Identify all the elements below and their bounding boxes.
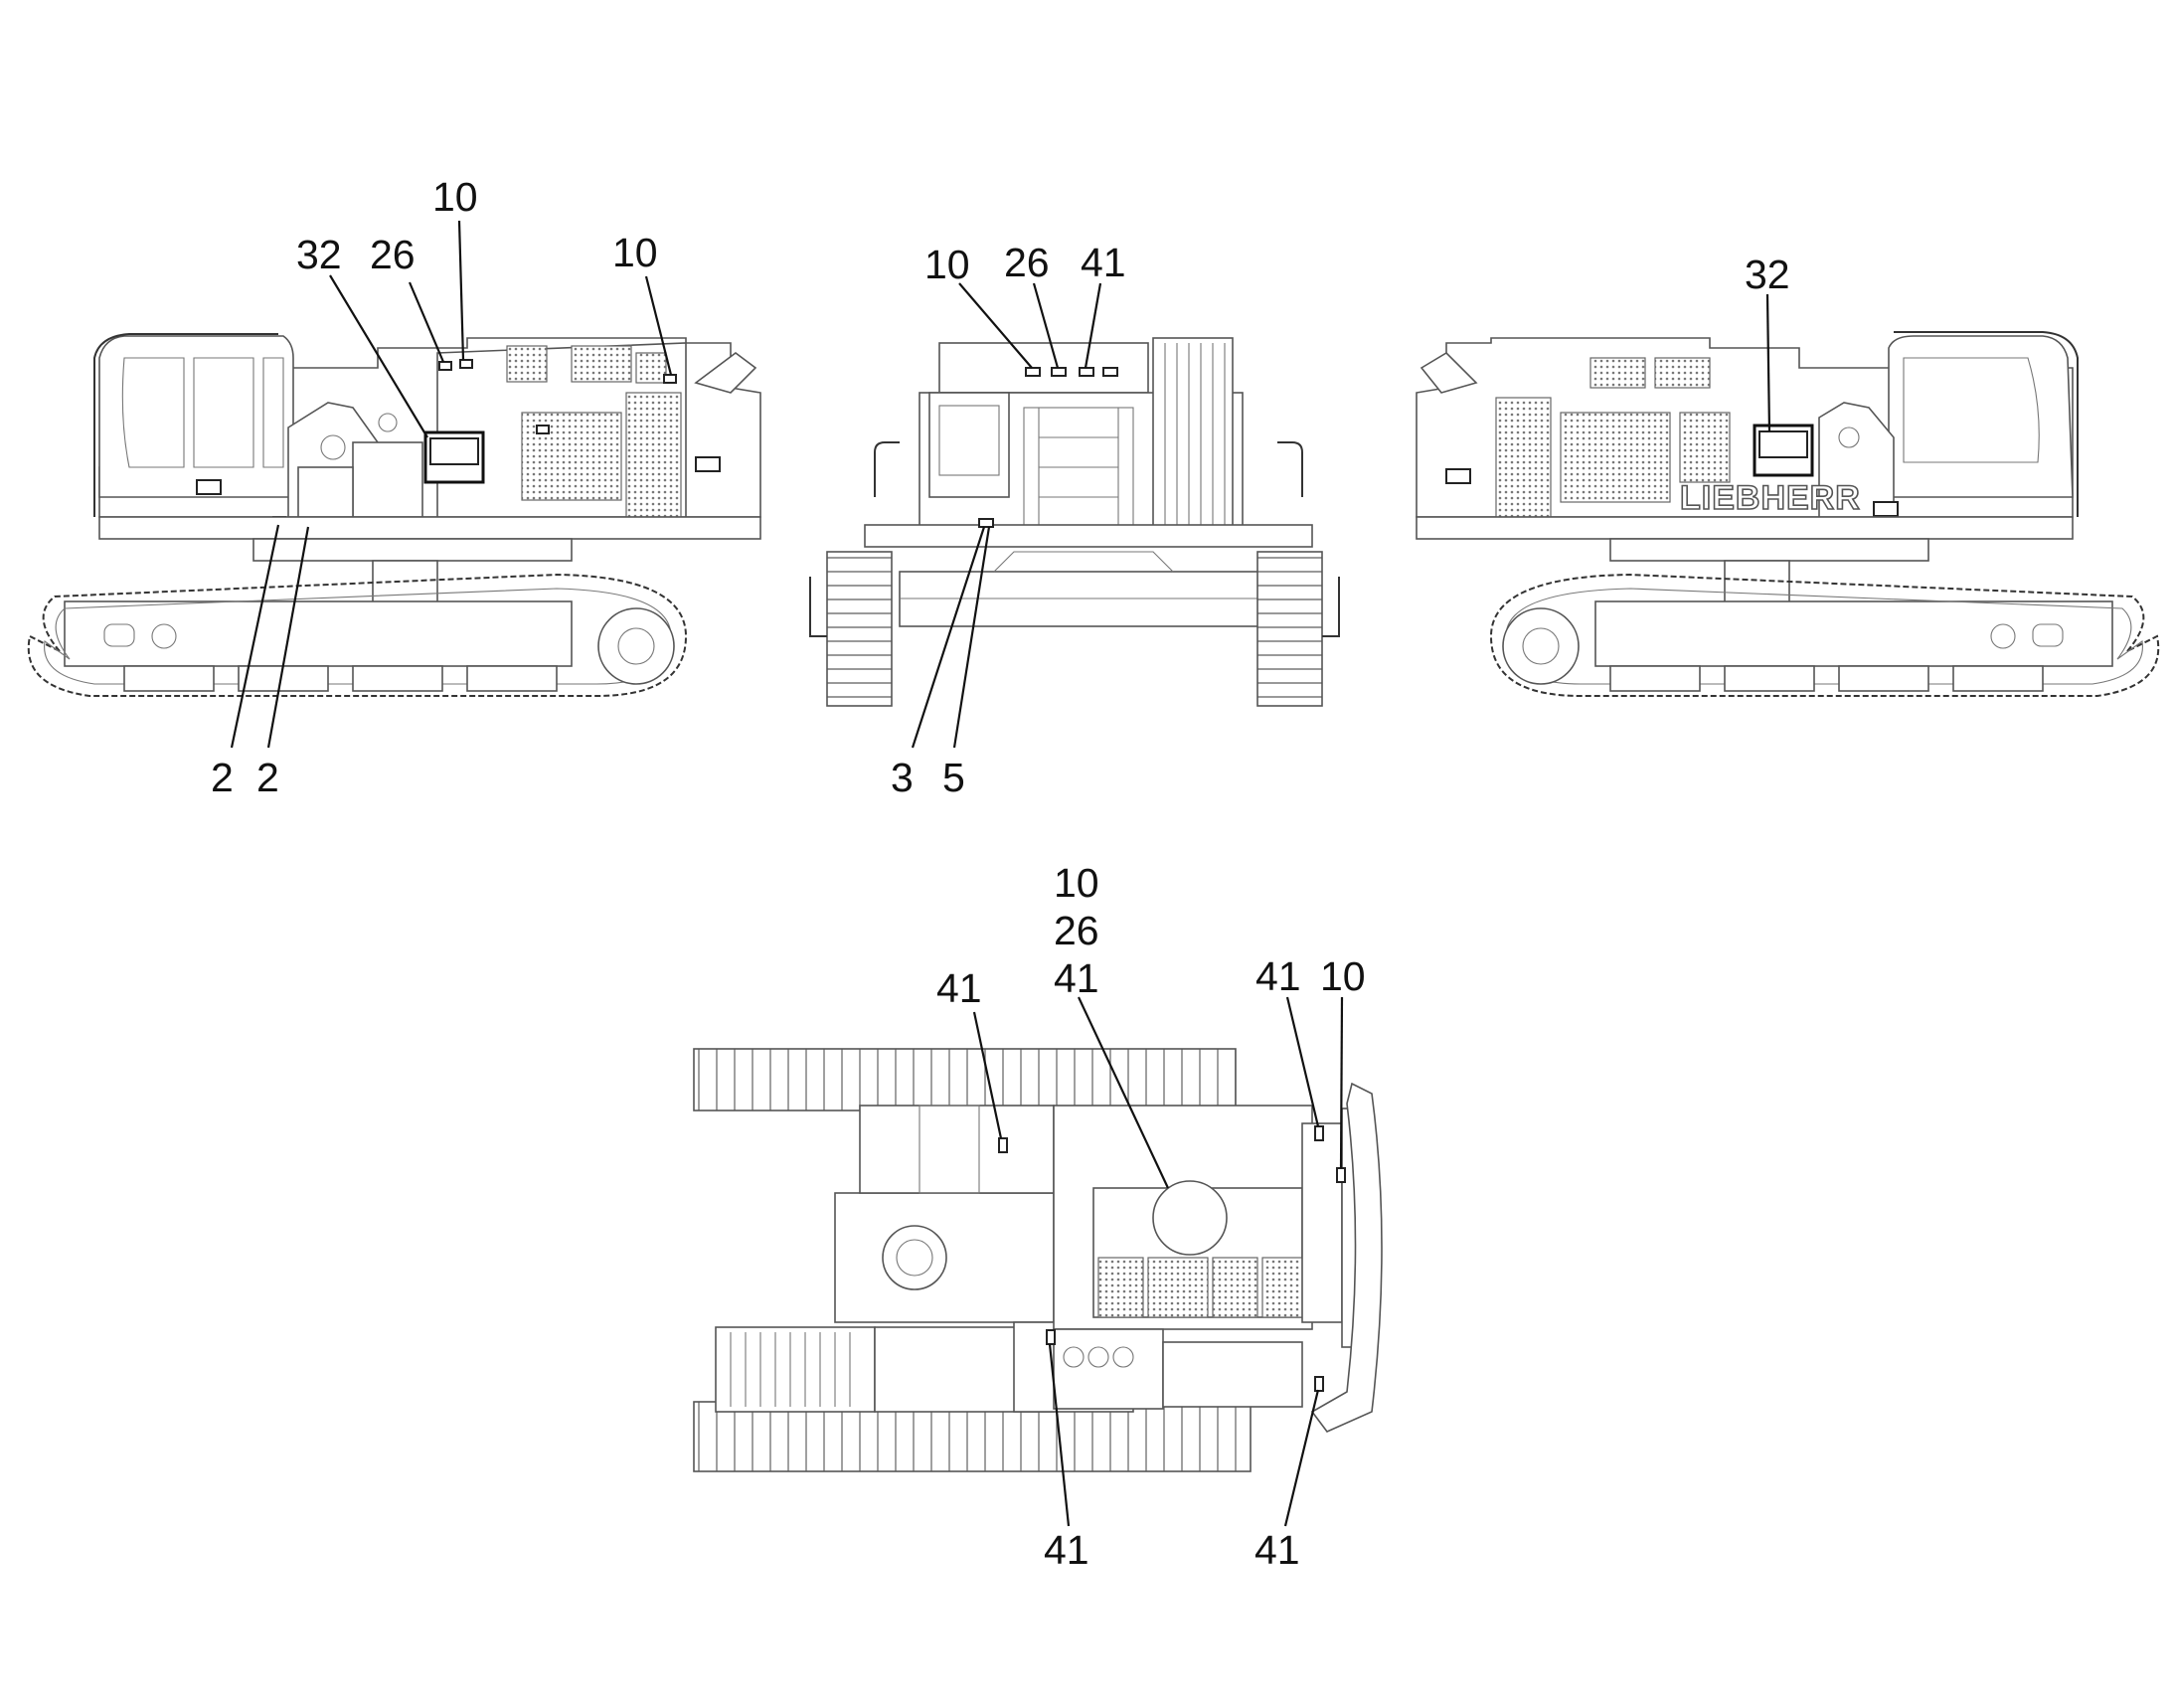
cab-tag [196, 479, 222, 495]
callout-41-top-bottom-left: 41 [1044, 1527, 1089, 1573]
callout-3-rear: 3 [891, 755, 914, 800]
rear-track-left [826, 551, 893, 707]
callout-26-rear: 26 [1004, 240, 1050, 285]
hood-vents [506, 345, 667, 384]
callout-41-top-bottom-right: 41 [1254, 1527, 1300, 1573]
callout-26-left: 26 [370, 232, 416, 277]
right-hood-vents [1589, 357, 1711, 389]
tag-3-rear [978, 518, 994, 528]
tag-41-top-a [998, 1137, 1008, 1153]
callouts-rear: 10 26 41 3 5 [891, 240, 1126, 800]
tag-10-left-a [459, 359, 473, 369]
callouts-top: 10 26 41 41 41 10 41 41 [936, 860, 1366, 1573]
callout-41-top-right: 41 [1255, 953, 1301, 999]
rear-cage-bars [1164, 343, 1226, 527]
brand-lettering: LIEBHERR [1680, 479, 1861, 517]
decal-circle-top [1152, 1180, 1228, 1256]
tag-41-top-b [1314, 1125, 1324, 1141]
left-side-view [27, 333, 761, 697]
callout-2-left-b: 2 [256, 755, 279, 800]
right-side-view: LIEBHERR [1416, 331, 2160, 697]
tag-41-rear [1079, 367, 1094, 377]
callout-10-left-top: 10 [432, 174, 478, 220]
callouts-right-side: 32 [1745, 252, 1790, 297]
callouts-left-side: 10 32 26 10 2 2 [211, 174, 658, 800]
callout-32-right: 32 [1745, 252, 1790, 297]
tag-10-rear [1025, 367, 1041, 377]
callout-10-left-right: 10 [612, 230, 658, 275]
track-rollers-left [123, 665, 558, 692]
tag-10-top [1336, 1167, 1346, 1183]
tag-41-top-c [1046, 1329, 1056, 1345]
callout-10-top-right: 10 [1320, 953, 1366, 999]
top-track-upper [693, 1048, 1237, 1111]
callout-32-left: 32 [296, 232, 342, 277]
callout-26-top-stack: 26 [1054, 908, 1099, 953]
callout-10-rear: 10 [924, 242, 970, 287]
leader-lines [230, 220, 1771, 1527]
tag-10-left-b [663, 374, 677, 384]
callout-41-top-stack: 41 [1054, 955, 1099, 1001]
tag-26-rear [1051, 367, 1067, 377]
track-rollers-right [1609, 665, 2044, 692]
callout-10-top-stack: 10 [1054, 860, 1099, 906]
tag-26-left [438, 361, 452, 371]
callout-5-rear: 5 [942, 755, 965, 800]
callout-2-left-a: 2 [211, 755, 234, 800]
boom-cage-bars [730, 1332, 851, 1407]
callout-41-rear: 41 [1081, 240, 1126, 285]
tag-41-top-d [1314, 1376, 1324, 1392]
callout-41-top-left: 41 [936, 965, 982, 1011]
rear-track-right [1256, 551, 1323, 707]
top-track-lower [693, 1401, 1252, 1472]
rear-view [809, 337, 1340, 707]
top-view [693, 1048, 1383, 1472]
